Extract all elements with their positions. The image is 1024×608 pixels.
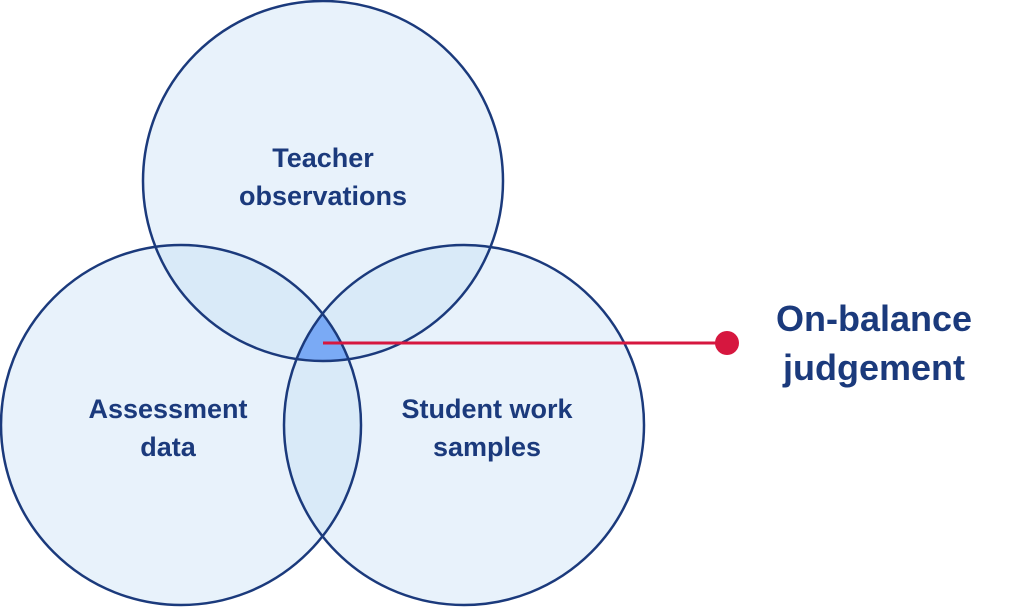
circle-outline-top: [141, 0, 505, 363]
circle-outline-right: [282, 243, 646, 607]
overlap-top-left: [143, 245, 361, 361]
label-student-line1: Student work: [401, 394, 573, 424]
pointer-dot: [715, 331, 739, 355]
circle-outline-left: [0, 243, 363, 607]
callout-line1: On-balance: [776, 298, 972, 339]
label-assessment-line1: Assessment: [88, 394, 247, 424]
label-assessment-line2: data: [140, 432, 197, 462]
callout-line2: judgement: [782, 347, 965, 388]
overlap-top-right: [284, 245, 503, 361]
label-teacher-line1: Teacher: [272, 143, 374, 173]
label-teacher-line2: observations: [239, 181, 407, 211]
label-student-line2: samples: [433, 432, 541, 462]
